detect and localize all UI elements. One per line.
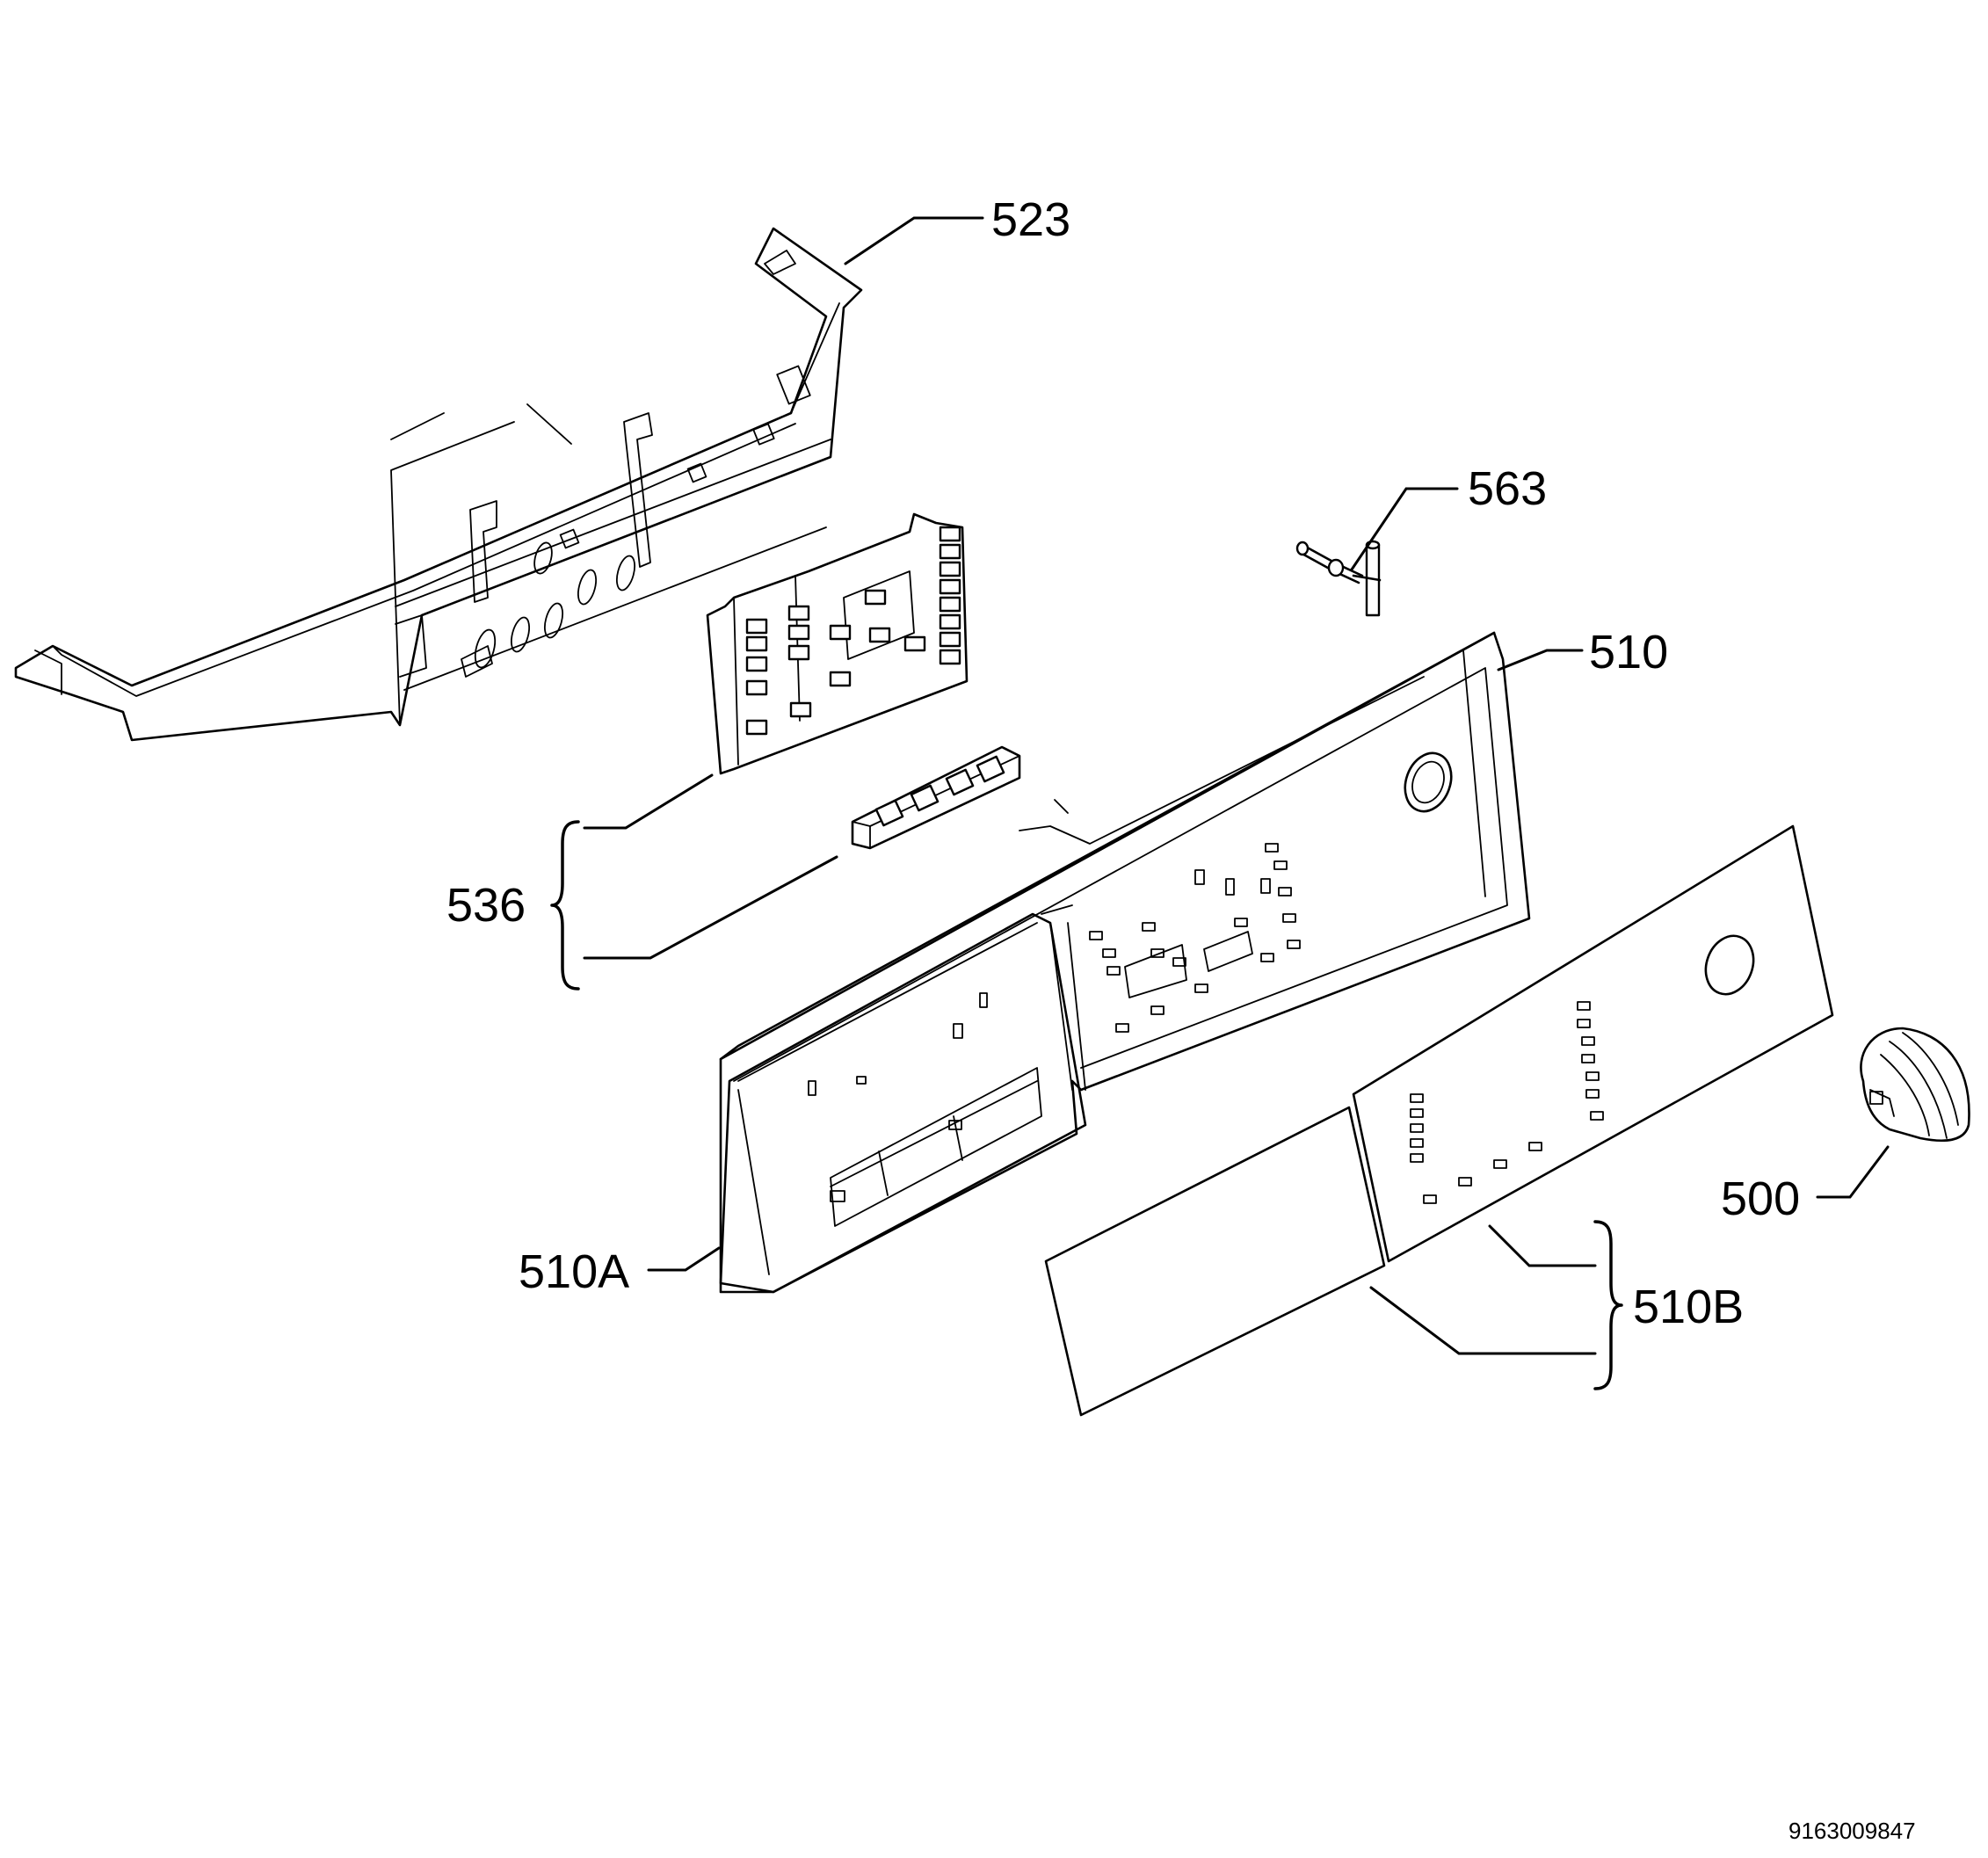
panel-indicators (1089, 843, 1301, 1033)
part-536-keyset[interactable] (706, 512, 1021, 850)
part-563-light-guide[interactable] (1295, 540, 1382, 617)
decor-indicators (1410, 1001, 1604, 1204)
part-523-bracket[interactable] (14, 227, 863, 742)
leader-lines (583, 216, 1890, 1355)
label-563: 563 (1468, 462, 1547, 515)
button-strip[interactable] (851, 745, 1021, 850)
label-510: 510 (1589, 626, 1668, 679)
part-510B-decor-panels[interactable] (1044, 824, 1834, 1417)
part-510-control-panel[interactable] (719, 631, 1531, 1294)
label-510B: 510B (1633, 1281, 1744, 1333)
key-cluster (745, 526, 961, 736)
label-510A: 510A (519, 1245, 629, 1298)
label-523: 523 (991, 193, 1070, 246)
part-510A-fascia[interactable] (719, 912, 1087, 1294)
brace-510B (1593, 1220, 1623, 1390)
brace-536 (550, 820, 580, 991)
label-536: 536 (446, 879, 526, 932)
label-500: 500 (1721, 1172, 1800, 1225)
document-number: 9163009847 (1788, 1818, 1916, 1844)
part-500-knob[interactable] (1860, 1027, 1970, 1143)
